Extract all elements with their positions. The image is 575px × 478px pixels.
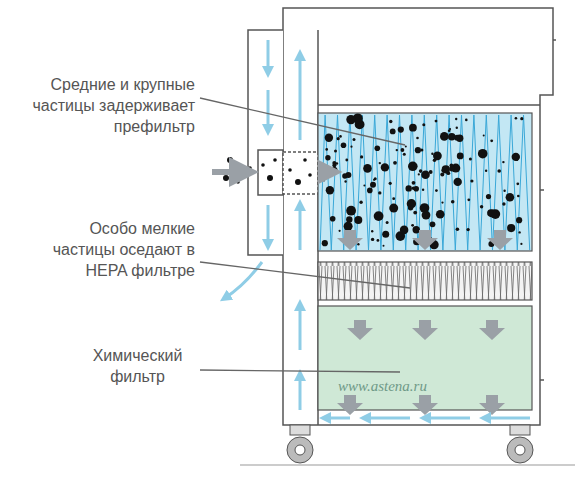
inlet-arrow xyxy=(212,169,244,175)
prefilter xyxy=(318,113,532,251)
flow-arrows xyxy=(337,230,513,415)
casters xyxy=(287,425,533,463)
housing xyxy=(248,8,556,425)
chemical-filter xyxy=(318,306,532,410)
watermark: www.astena.ru xyxy=(338,378,488,395)
callout-label: Особо мелкие частицы оседают в HEPA филь… xyxy=(35,218,195,281)
callout-label: Химический фильтр xyxy=(80,345,195,387)
inlet-arrow xyxy=(318,170,330,175)
floor xyxy=(240,465,575,466)
prefilter-pleats xyxy=(320,115,530,250)
dust-particles xyxy=(223,113,523,249)
callout-label: Средние и крупные частицы задерживает пр… xyxy=(20,74,195,137)
channel-arrows xyxy=(225,40,530,418)
leader-line xyxy=(200,98,410,372)
